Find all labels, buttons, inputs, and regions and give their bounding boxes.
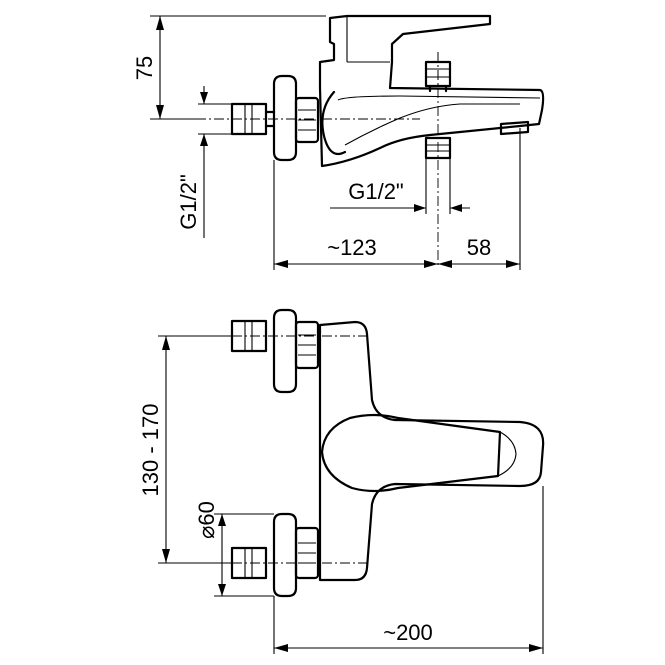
side-mixer-body: [318, 14, 545, 168]
dim-inlet-thread: G1/2": [176, 86, 232, 238]
plan-mixer-body: [318, 320, 545, 582]
dim-depth: ~123: [273, 128, 521, 270]
dim-escutcheon-value: 60: [194, 501, 219, 525]
dim-outlet-thread-label: G1/2": [348, 179, 404, 204]
dim-centers: 130 - 170: [138, 335, 232, 564]
side-nut: [294, 96, 320, 144]
dim-inlet-thread-label: G1/2": [176, 174, 201, 230]
side-view: 75 G1/2" G1/2": [132, 14, 545, 270]
plan-lever: [320, 413, 502, 493]
side-inlet-connector: [230, 102, 268, 136]
dim-outlet-thread: G1/2": [330, 158, 470, 214]
dim-width: ~200: [273, 486, 544, 654]
side-escutcheon: [272, 74, 298, 162]
dim-escutcheon: ⌀60: [194, 501, 274, 597]
plan-escutcheon-upper: [272, 308, 298, 394]
dim-centers-label: 130 - 170: [138, 404, 163, 497]
side-aerator: [499, 120, 530, 136]
dim-spout-offset-label: 58: [467, 235, 491, 260]
diameter-symbol: ⌀: [194, 526, 219, 539]
dim-top-height: 75: [132, 15, 326, 120]
plan-view: 130 - 170 ⌀60 ~200: [138, 308, 545, 654]
dim-width-label: ~200: [383, 620, 433, 645]
dim-spout-offset: 58: [438, 235, 520, 268]
dim-depth-label: ~123: [327, 235, 377, 260]
plan-nut-lower: [294, 526, 320, 580]
plan-nut-upper: [294, 320, 320, 370]
dim-top-height-label: 75: [132, 56, 157, 80]
dim-escutcheon-label: ⌀60: [194, 501, 219, 539]
plan-escutcheon-lower: [272, 512, 298, 598]
